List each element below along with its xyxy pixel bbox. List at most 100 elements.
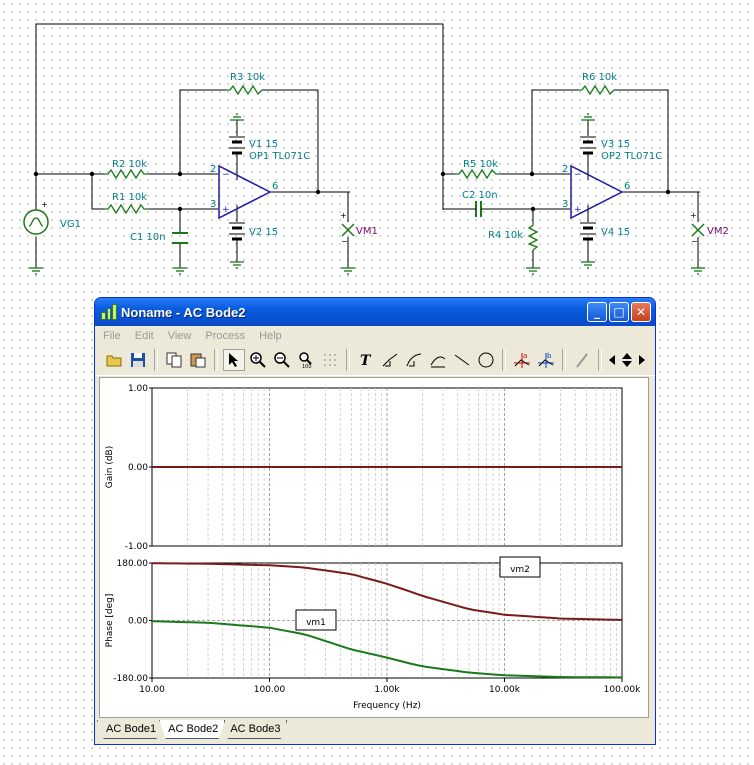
y-tick-label: 180.00	[117, 559, 149, 569]
paste-icon[interactable]	[187, 349, 209, 371]
tab-ac-bode3[interactable]: AC Bode3	[221, 720, 288, 739]
label-r6: R6 10k	[582, 72, 617, 83]
tangent-icon[interactable]	[427, 349, 449, 371]
line-tool-icon[interactable]	[379, 349, 401, 371]
y-axis-label: Gain (dB)	[105, 446, 115, 488]
svg-text:−: −	[222, 170, 230, 180]
pin-op2-3: 3	[562, 199, 568, 210]
pin-op2-2: 2	[562, 164, 568, 175]
label-v1: V1 15	[249, 139, 278, 150]
close-button[interactable]: ✕	[631, 302, 651, 322]
cursor-b-icon[interactable]: b	[535, 349, 557, 371]
label-r1: R1 10k	[112, 192, 147, 203]
menu-bar: File Edit View Process Help	[95, 326, 655, 345]
annotation-box	[295, 609, 337, 631]
window-title: Noname - AC Bode2	[121, 304, 246, 320]
generator-vg1	[23, 209, 49, 235]
annotation-box	[499, 556, 541, 578]
opamp-op1	[218, 164, 272, 220]
svg-text:b: b	[547, 352, 552, 360]
bode-window: Noname - AC Bode2 _ □ ✕ File Edit View P…	[94, 297, 656, 745]
label-op2: OP2 TL071C	[601, 151, 662, 162]
resistor-r2	[104, 168, 148, 180]
save-icon[interactable]	[127, 349, 149, 371]
label-r4: R4 10k	[488, 230, 523, 241]
label-v2: V2 15	[249, 227, 278, 238]
svg-text:+: +	[41, 200, 48, 209]
minimize-button[interactable]: _	[587, 302, 607, 322]
label-vg1: VG1	[60, 219, 81, 230]
x-tick-label: 100.00k	[604, 685, 641, 695]
menu-file[interactable]: File	[103, 329, 121, 342]
svg-text:+: +	[222, 205, 230, 215]
resistor-r6	[578, 84, 615, 96]
circle-icon[interactable]	[475, 349, 497, 371]
x-tick-label: 10.00k	[489, 685, 521, 695]
y-tick-label: 0.00	[128, 463, 148, 473]
label-vm1: VM1	[356, 226, 378, 237]
series-vm2-phase	[151, 562, 623, 621]
pointer-icon[interactable]	[223, 349, 245, 371]
circuit-schematic: −+ −+ R2 10k R1 10k R3 10k C1 10n V1 15 …	[23, 23, 729, 275]
pin-op1-2: 2	[210, 164, 216, 175]
x-axis-label: Frequency (Hz)	[353, 701, 421, 711]
y-axis-label: Phase [deg]	[105, 594, 115, 648]
open-icon[interactable]	[103, 349, 125, 371]
zoom-out-icon[interactable]	[271, 349, 293, 371]
pin-op2-6: 6	[624, 181, 630, 192]
svg-text:T: T	[360, 353, 372, 368]
pin-op1-3: 3	[210, 199, 216, 210]
app-icon	[101, 304, 118, 320]
annotation-vm2: vm2	[510, 565, 530, 575]
text-icon[interactable]: T	[355, 349, 377, 371]
copy-icon[interactable]	[163, 349, 185, 371]
menu-help[interactable]: Help	[259, 329, 282, 342]
tab-ac-bode2[interactable]: AC Bode2	[159, 720, 226, 739]
curve-tool-icon[interactable]	[403, 349, 425, 371]
label-c2: C2 10n	[462, 190, 498, 201]
probe-icon[interactable]	[571, 349, 593, 371]
svg-text:100: 100	[302, 364, 312, 368]
menu-edit[interactable]: Edit	[134, 329, 154, 342]
svg-text:−: −	[341, 237, 348, 246]
cursor-a-icon[interactable]: a	[511, 349, 533, 371]
resistor-r1	[104, 203, 148, 215]
svg-text:−: −	[691, 237, 698, 246]
line-icon[interactable]	[451, 349, 473, 371]
y-tick-label: -180.00	[113, 674, 148, 684]
tab-bar: AC Bode1 AC Bode2 AC Bode3	[97, 720, 288, 744]
zoom-in-icon[interactable]	[247, 349, 269, 371]
tab-ac-bode1[interactable]: AC Bode1	[97, 720, 164, 739]
resistor-r4	[527, 222, 539, 251]
label-v3: V3 15	[601, 139, 630, 150]
y-tick-label: 0.00	[128, 617, 148, 627]
label-c1: C1 10n	[130, 232, 166, 243]
resistor-r3	[226, 84, 263, 96]
label-op1: OP1 TL071C	[249, 151, 310, 162]
grid-icon[interactable]	[319, 349, 341, 371]
label-v4: V4 15	[601, 227, 630, 238]
x-tick-label: 1.00k	[374, 685, 400, 695]
wire-top	[35, 23, 444, 210]
maximize-button[interactable]: □	[609, 302, 629, 322]
menu-view[interactable]: View	[167, 329, 192, 342]
wire-r1	[91, 174, 104, 210]
svg-text:+: +	[574, 205, 582, 215]
svg-text:+: +	[340, 211, 347, 220]
resistor-r5	[455, 168, 500, 180]
plot-area[interactable]: 1.00 0.00 -1.00 Gain (dB) 180.00 0.00 -180.00 P…	[99, 377, 649, 718]
bode-plot[interactable]: 1.00 0.00 -1.00 Gain (dB) 180.00 0.00 -180.00 P…	[100, 378, 648, 717]
x-tick-label: 10.00	[139, 685, 165, 695]
label-r3: R3 10k	[230, 72, 265, 83]
zoom-100-icon[interactable]: 100	[295, 349, 317, 371]
title-bar[interactable]: Noname - AC Bode2 _ □ ✕	[95, 298, 655, 326]
toolbar: 100 T a b	[95, 345, 655, 376]
svg-text:+: +	[690, 211, 697, 220]
annotation-vm1: vm1	[306, 618, 326, 628]
arrows-icon[interactable]	[607, 349, 647, 371]
pin-op1-6: 6	[272, 181, 278, 192]
y-tick-label: 1.00	[128, 384, 148, 394]
menu-process[interactable]: Process	[205, 329, 246, 342]
y-tick-label: -1.00	[125, 542, 149, 552]
label-r5: R5 10k	[463, 159, 498, 170]
